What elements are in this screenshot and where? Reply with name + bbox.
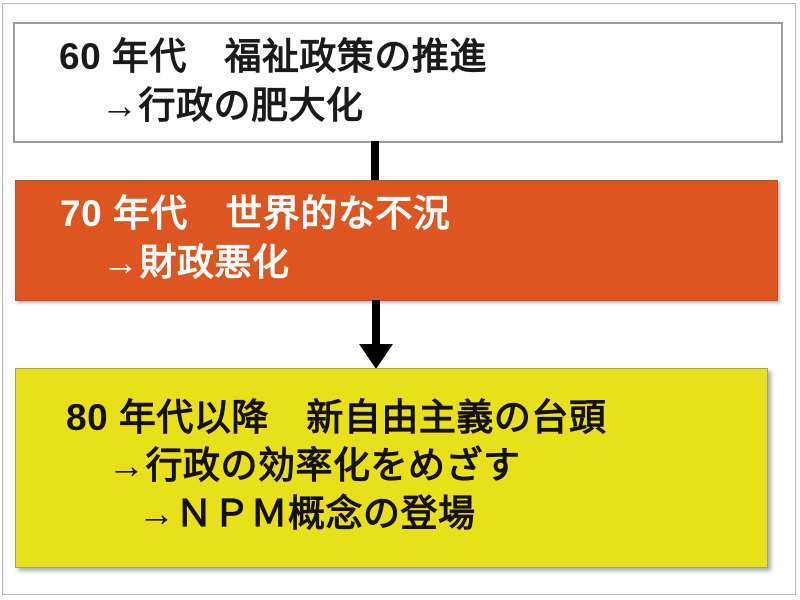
- connector-arrow-recession-to-npm: [358, 300, 394, 370]
- flow-node-world-recession-line-1: 70 年代 世界的な不況: [60, 193, 451, 235]
- flow-node-world-recession: 70 年代 世界的な不況 →財政悪化: [15, 180, 778, 301]
- flow-node-neoliberalism-npm-line-1: 80 年代以降 新自由主義の台頭: [66, 396, 607, 438]
- connector-line-welfare-to-recession: [371, 141, 379, 182]
- flow-node-welfare-policy: 60 年代 福祉政策の推進 →行政の肥大化: [13, 22, 783, 143]
- flow-node-neoliberalism-npm-line-3: →ＮＰＭ概念の登場: [138, 493, 476, 535]
- flow-node-world-recession-line-2: →財政悪化: [102, 241, 290, 283]
- flow-node-neoliberalism-npm: 80 年代以降 新自由主義の台頭 →行政の効率化をめざす →ＮＰＭ概念の登場: [15, 368, 768, 568]
- arrow-shaft: [372, 300, 380, 352]
- flow-node-welfare-policy-line-2: →行政の肥大化: [101, 84, 364, 126]
- flow-node-welfare-policy-line-1: 60 年代 福祉政策の推進: [59, 36, 487, 78]
- flow-node-neoliberalism-npm-line-2: →行政の効率化をめざす: [108, 444, 521, 486]
- arrowhead-down-icon: [359, 344, 393, 369]
